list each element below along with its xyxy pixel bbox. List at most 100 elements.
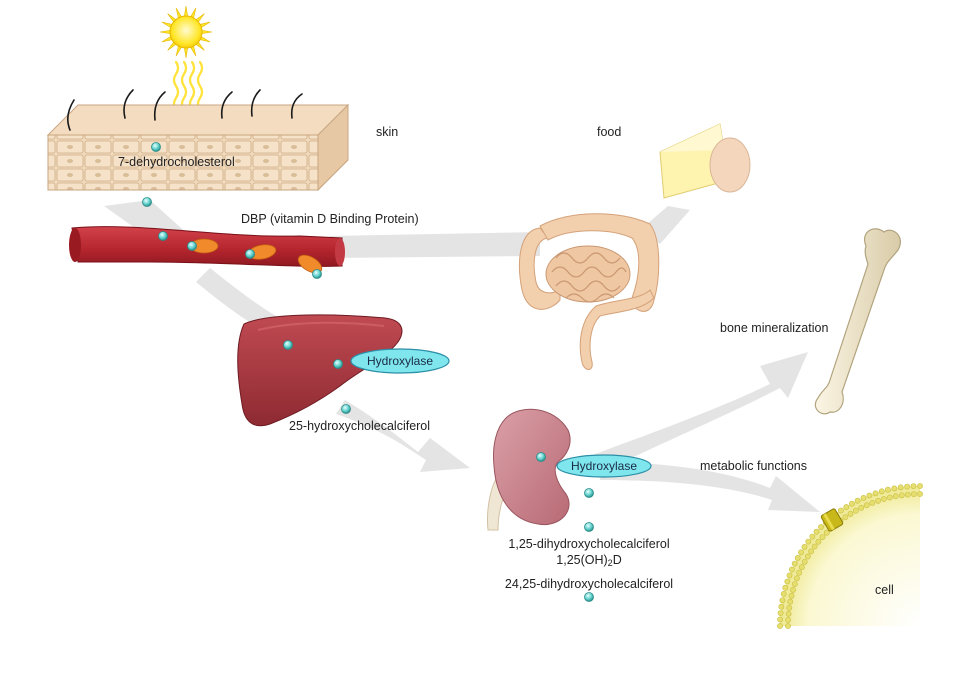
molecule [158,231,168,241]
membrane-bead [794,575,800,582]
membrane-bead [777,610,784,616]
membrane-bead [843,504,850,510]
sun-ray [200,29,213,35]
membrane-bead [808,548,814,555]
label-1-25-dihydroxycholecalciferol: 1,25-dihydroxycholecalciferol [508,537,670,551]
kidney-to-bone-arrow [590,352,808,474]
membrane-bead [892,493,899,500]
sun-ray [183,5,189,18]
cell-icon [777,483,923,629]
membrane-bead [813,528,820,535]
membrane-bead [777,623,783,629]
sun-ray [183,46,189,59]
label-metabolic-functions: metabolic functions [700,459,808,473]
kidney-icon [487,408,571,531]
membrane-bead [790,587,796,593]
label-1-25-oh2d: 1,25(OH)2D [556,553,622,568]
membrane-bead [796,569,803,576]
membrane-bead [866,492,873,499]
membrane-bead [819,534,826,540]
membrane-bead [801,544,808,550]
membrane-bead [823,529,830,536]
membrane-bead [881,496,887,502]
label-food: food [597,125,622,139]
membrane-bead [785,617,791,623]
kidney-to-cell-arrow [598,462,820,512]
membrane-bead [786,604,793,611]
membrane-bead [815,538,822,545]
membrane-bead [787,598,794,605]
membrane-bead [869,499,876,506]
molecule [187,241,197,251]
hydroxylase-liver-label: Hydroxylase [366,354,434,368]
membrane-bead [860,494,867,501]
molecule [151,142,161,152]
liver-icon [237,314,403,427]
membrane-bead [791,560,798,567]
membrane-bead [911,491,917,497]
membrane-bead [804,553,811,560]
membrane-bead [785,610,792,617]
membrane-bead [779,597,786,604]
liver-to-kidney-arrow [336,400,470,472]
membrane-bead [838,507,844,514]
membrane-bead [858,504,865,511]
membrane-bead [847,510,854,517]
membrane-bead [789,566,795,573]
membrane-bead [849,500,855,507]
membrane-bead [780,591,787,597]
membrane-bead [788,592,795,599]
sun-ray [159,29,172,35]
label-skin: skin [376,125,399,139]
membrane-bead [784,578,791,585]
membrane-bead [782,584,789,591]
molecule [312,269,322,279]
molecule [584,488,594,498]
membrane-bead [854,497,861,504]
membrane-bead [917,483,923,489]
membrane-bead [818,524,824,530]
egg-icon [709,137,751,193]
molecule [341,404,351,414]
molecule [584,592,594,602]
hydroxylase-liver [350,348,450,374]
hydroxylase-kidney-label: Hydroxylase [570,459,638,473]
membrane-bead [898,492,905,499]
label-25-hydroxycholecalciferol: 25-hydroxycholecalciferol [289,419,431,433]
sun-icon [159,5,213,59]
membrane-bead [891,485,898,492]
membrane-bead [917,491,923,497]
molecule [536,452,546,462]
label-bone-mineralization: bone mineralization [720,321,829,335]
membrane-bead [809,533,816,540]
membrane-bead [785,623,791,629]
membrane-bead [801,558,808,565]
molecule [584,522,594,532]
membrane-bead [875,497,881,504]
intestine-to-blood-band [330,232,540,258]
membrane-bead [778,603,785,610]
molecule [283,340,293,350]
bone-icon [814,228,901,415]
membrane-bead [904,491,911,498]
membrane-bead [904,483,910,490]
membrane-bead [798,564,805,571]
label-24-25-dihydroxycholecalciferol: 24,25-dihydroxycholecalciferol [504,577,674,591]
label-dbp: DBP (vitamin D Binding Protein) [241,212,419,226]
membrane-bead [842,514,849,520]
membrane-bead [805,538,812,545]
membrane-bead [794,555,801,561]
membrane-bead [897,484,904,491]
intestine-icon [519,213,660,370]
membrane-bead [852,507,859,514]
membrane-bead [878,488,885,495]
dbp-protein [189,238,323,274]
molecule [142,197,152,207]
blood-vessel-icon [69,226,345,274]
skin-block-icon [46,89,350,192]
membrane-bead [786,572,793,579]
molecule [245,249,255,259]
membrane-bead [777,616,783,623]
cheese-icon [659,123,725,199]
